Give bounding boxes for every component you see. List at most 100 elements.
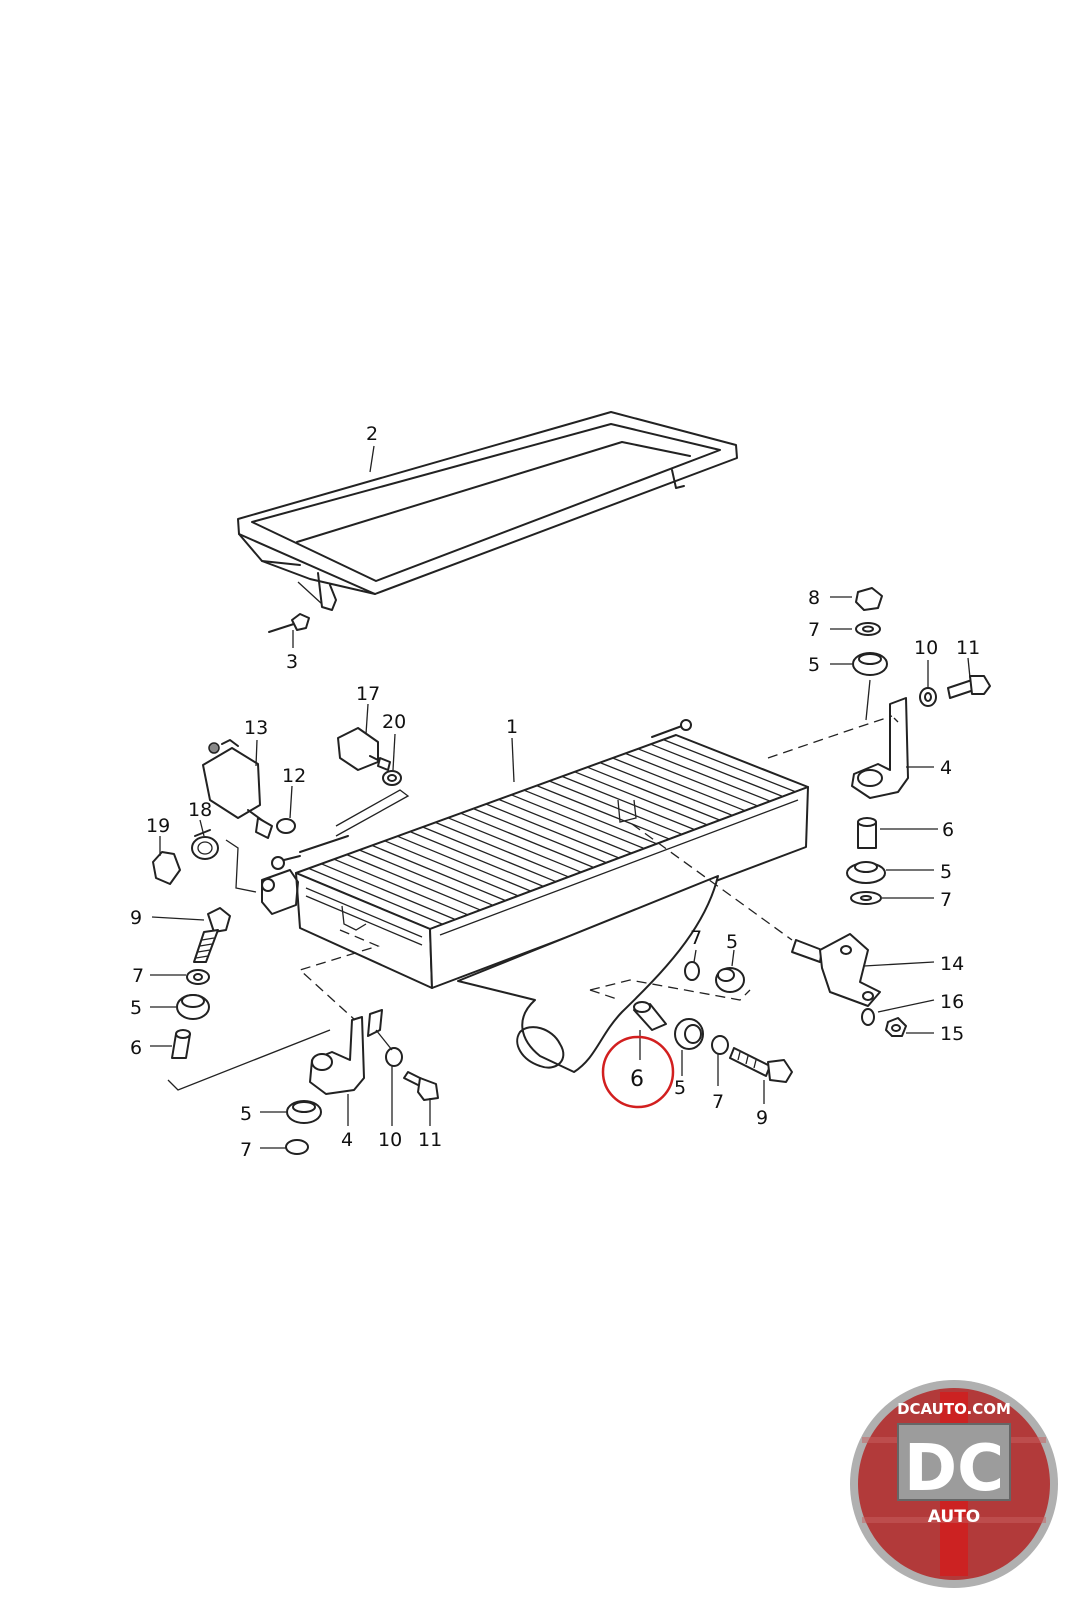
sensor-14 <box>791 933 881 1007</box>
cooler-fin <box>637 748 771 802</box>
bolt-11-right <box>947 675 991 699</box>
cooler-fin <box>346 853 481 911</box>
cooler-fin <box>333 858 469 916</box>
callout-8: 8 <box>808 587 820 609</box>
cooler-fin <box>447 817 582 873</box>
nut-8 <box>855 587 883 611</box>
cooler-fin <box>561 775 695 831</box>
cooler-fin <box>460 812 595 869</box>
nut-15 <box>885 1017 907 1037</box>
sensor-17 <box>337 727 391 771</box>
washer-7-mid <box>684 961 700 981</box>
callout-5-lower: 5 <box>240 1103 252 1125</box>
callout-11-right: 11 <box>956 637 980 659</box>
callout-9-left: 9 <box>130 907 142 929</box>
callout-5-topright: 5 <box>808 654 820 676</box>
callout-10-right: 10 <box>914 637 938 659</box>
bolt-11-left <box>403 1071 439 1101</box>
callout-19: 19 <box>146 815 170 837</box>
callout-20: 20 <box>382 711 406 733</box>
cap-19 <box>152 851 181 885</box>
cooler-fin <box>625 752 758 807</box>
bolt-9-bottom <box>729 1047 793 1083</box>
cooler-fin <box>574 771 708 826</box>
callout-5-left: 5 <box>130 997 142 1019</box>
grommet-5-mid <box>715 967 745 993</box>
cooler-fin <box>422 826 557 883</box>
cooler-fin <box>498 798 632 854</box>
cooler-fin <box>321 863 456 921</box>
callout-3: 3 <box>286 651 298 673</box>
callout-6-right: 6 <box>942 819 954 841</box>
leader-lines <box>150 445 971 1149</box>
cooler-fin <box>663 738 796 793</box>
callout-5-bottom: 5 <box>674 1077 686 1099</box>
cooler-fin <box>384 840 519 897</box>
callout-6-left: 6 <box>130 1037 142 1059</box>
callout-6-highlight: 6 <box>630 1067 644 1092</box>
cooler-fin <box>650 743 784 798</box>
cooler-fin <box>549 780 683 835</box>
cooler-fin <box>371 844 506 902</box>
callout-7-bottom: 7 <box>712 1091 724 1113</box>
bracket-4-right <box>851 697 909 799</box>
grommet-5-left <box>176 994 210 1020</box>
grommet-5-topright <box>852 652 888 676</box>
cooler-fin <box>473 807 607 864</box>
cooler-fin <box>523 789 658 845</box>
cooler-fin <box>612 757 746 812</box>
callout-7-lower: 7 <box>240 1139 252 1161</box>
logo-url-text: DCAUTO.COM <box>897 1400 1011 1418</box>
callout-7-left: 7 <box>132 965 144 987</box>
dcauto-logo: DCAUTO.COM DC AUTO <box>850 1380 1058 1588</box>
callout-11-left: 11 <box>418 1129 442 1151</box>
callout-18: 18 <box>188 799 212 821</box>
callout-9-bottom: 9 <box>756 1107 768 1129</box>
washer-10-left <box>385 1047 403 1067</box>
grommet-5-right <box>846 861 886 884</box>
callout-5-mid: 5 <box>726 931 738 953</box>
highlight-part-6: 6 <box>601 1035 675 1109</box>
switch-13 <box>202 739 273 839</box>
callout-12: 12 <box>282 765 306 787</box>
sleeve-6-right <box>857 817 877 849</box>
callout-1: 1 <box>506 716 518 738</box>
callout-16: 16 <box>940 991 964 1013</box>
cooler-fin <box>308 867 443 925</box>
callout-7-mid: 7 <box>690 927 702 949</box>
cooler-fin <box>536 784 670 840</box>
callout-17: 17 <box>356 683 380 705</box>
logo-sub-text: AUTO <box>928 1507 981 1527</box>
callout-14: 14 <box>940 953 964 975</box>
callout-15: 15 <box>940 1023 964 1045</box>
cooler-fin <box>397 835 532 892</box>
callout-7-right: 7 <box>940 889 952 911</box>
callout-13: 13 <box>244 717 268 739</box>
washer-12 <box>276 818 296 834</box>
cooler-fin <box>485 803 620 859</box>
grommet-5-bottom <box>674 1018 704 1050</box>
cover-tray <box>237 411 738 611</box>
bracket-4-left <box>309 1009 383 1095</box>
sleeve-6-left <box>171 1029 191 1059</box>
logo-monogram: DC <box>904 1432 1004 1506</box>
bolt-9-left <box>193 907 231 963</box>
washer-16 <box>861 1008 875 1026</box>
callout-5-right: 5 <box>940 861 952 883</box>
screw-3 <box>268 613 310 633</box>
cooler-fin <box>359 849 494 906</box>
callout-4-left: 4 <box>341 1129 353 1151</box>
assembly-lines <box>167 581 893 1091</box>
cooler-fin <box>511 794 645 850</box>
highlight-circle <box>601 1035 675 1109</box>
washer-7-lower <box>285 1139 309 1155</box>
callout-10-left: 10 <box>378 1129 402 1151</box>
washer-7-bottom <box>711 1035 729 1055</box>
cooler-fin <box>435 821 569 878</box>
cooler-fin <box>599 761 733 817</box>
callout-2: 2 <box>366 423 378 445</box>
clamp-18 <box>191 829 219 860</box>
callout-4-right: 4 <box>940 757 952 779</box>
callout-7-topright: 7 <box>808 619 820 641</box>
